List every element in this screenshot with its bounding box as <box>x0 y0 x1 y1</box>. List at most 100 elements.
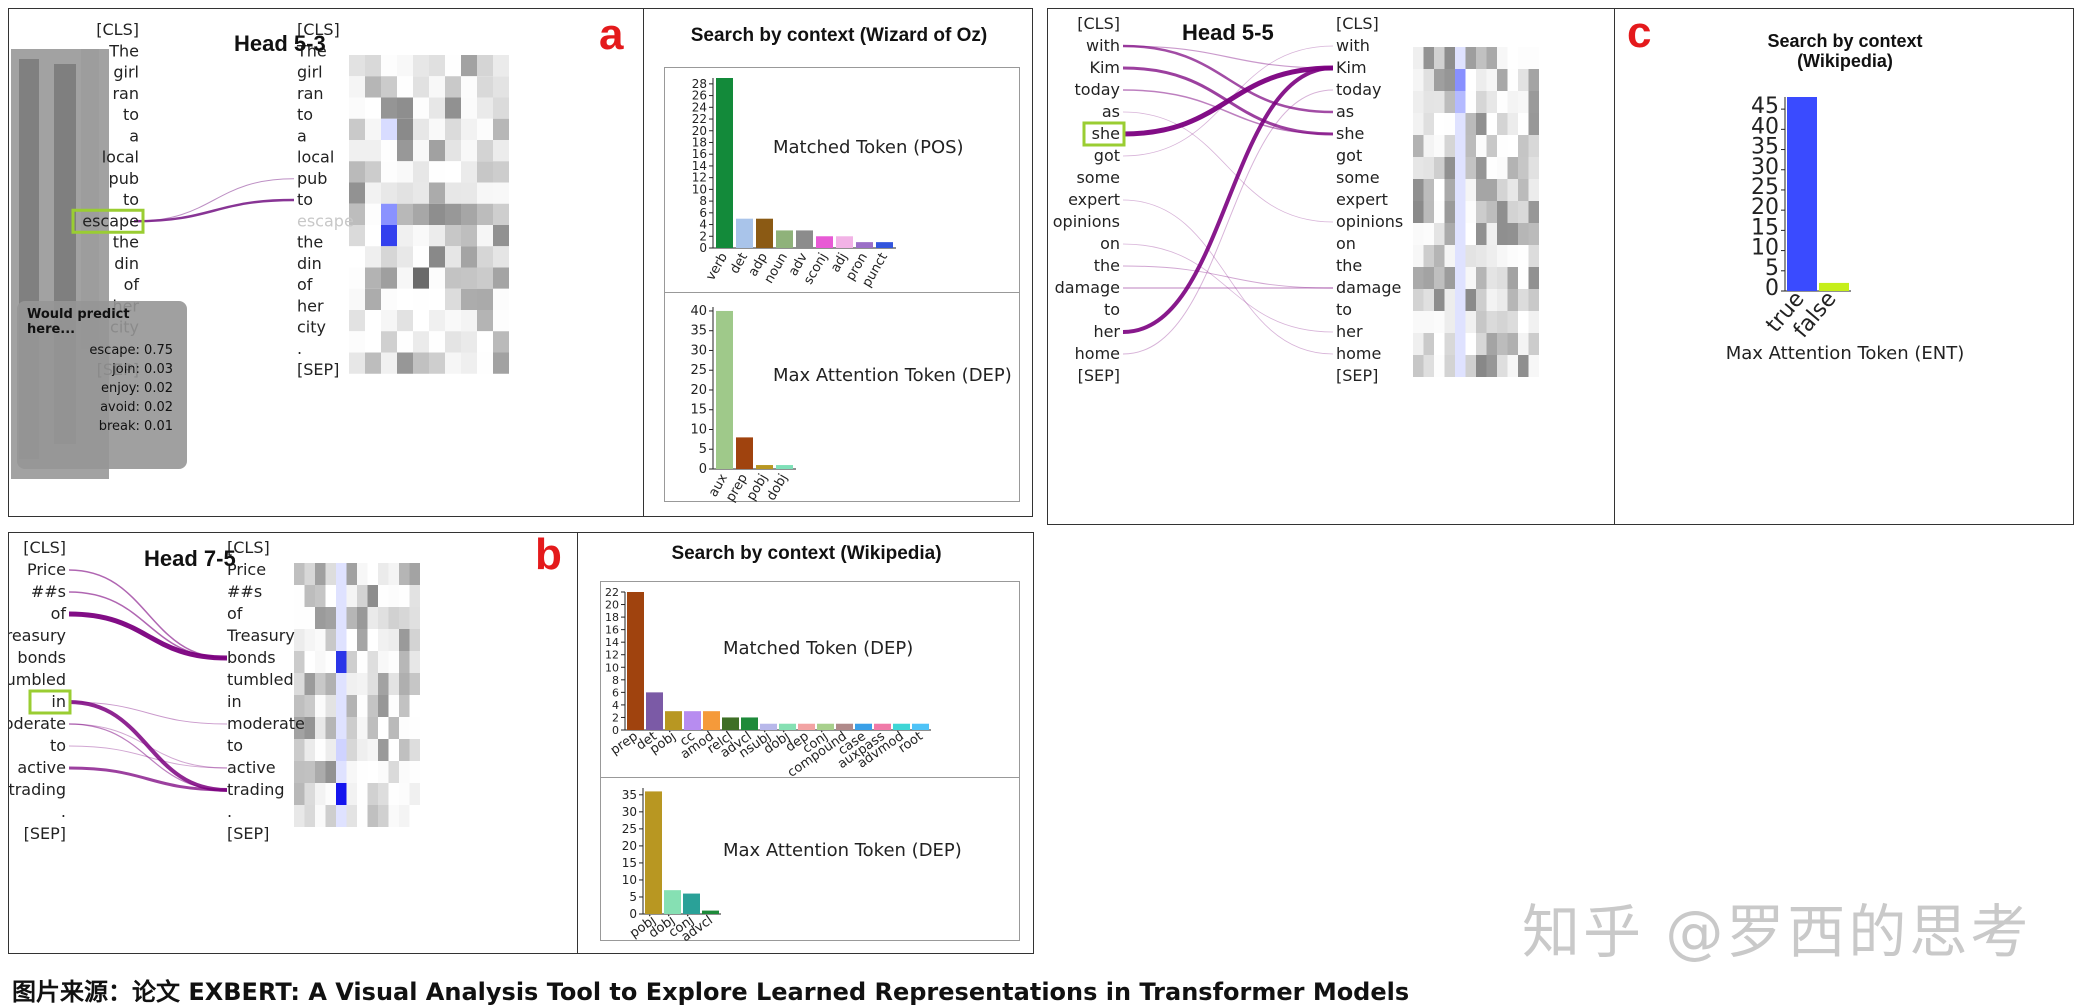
token[interactable]: to <box>1336 300 1352 319</box>
token[interactable]: The <box>108 41 139 60</box>
token[interactable]: got <box>1094 146 1120 165</box>
token[interactable]: today <box>1336 80 1382 99</box>
token[interactable]: her <box>1093 322 1120 341</box>
token[interactable]: pub <box>109 169 139 188</box>
token[interactable]: to <box>227 736 243 755</box>
token[interactable]: Price <box>27 560 66 579</box>
token[interactable]: bonds <box>17 648 66 667</box>
token[interactable]: of <box>227 604 243 623</box>
token[interactable]: opinions <box>1336 212 1403 231</box>
token[interactable]: home <box>1336 344 1381 363</box>
token[interactable]: The <box>296 41 327 60</box>
token[interactable]: [CLS] <box>96 20 139 39</box>
token[interactable]: on <box>1336 234 1356 253</box>
token[interactable]: expert <box>1336 190 1388 209</box>
right-token-column[interactable]: [CLS]Price##sofTreasurybondstumbledinmod… <box>226 538 305 843</box>
token[interactable]: [CLS] <box>297 20 340 39</box>
token[interactable]: the <box>1094 256 1120 275</box>
token[interactable]: tumbled <box>227 670 294 689</box>
token[interactable]: to <box>50 736 66 755</box>
token[interactable]: of <box>297 275 313 294</box>
token[interactable]: home <box>1075 344 1120 363</box>
token[interactable]: on <box>1100 234 1120 253</box>
token[interactable]: with <box>1336 36 1370 55</box>
left-token-column[interactable]: [CLS] The girl ran to a local pub to escape the din… <box>71 20 145 379</box>
token[interactable]: [SEP] <box>227 824 269 843</box>
token[interactable]: ##s <box>31 582 66 601</box>
token[interactable]: in <box>51 692 66 711</box>
token[interactable]: got <box>1336 146 1362 165</box>
token[interactable]: opinions <box>1053 212 1120 231</box>
token[interactable]: to <box>123 190 139 209</box>
token[interactable]: to <box>123 105 139 124</box>
token[interactable]: of <box>124 275 140 294</box>
token[interactable]: Kim <box>1336 58 1367 77</box>
token[interactable]: escape <box>297 211 354 230</box>
token[interactable]: of <box>51 604 67 623</box>
token[interactable]: din <box>297 254 322 273</box>
token[interactable]: the <box>113 233 139 252</box>
token[interactable]: . <box>297 339 302 358</box>
token[interactable]: as <box>1102 102 1120 121</box>
token[interactable]: trading <box>227 780 285 799</box>
token[interactable]: local <box>297 148 334 167</box>
token[interactable]: some <box>1076 168 1120 187</box>
token[interactable]: [SEP] <box>1336 366 1378 385</box>
token[interactable]: expert <box>1068 190 1120 209</box>
token[interactable]: today <box>1075 80 1121 99</box>
token[interactable]: [CLS] <box>1077 14 1120 33</box>
token[interactable]: . <box>61 802 66 821</box>
token[interactable]: girl <box>113 63 139 82</box>
token[interactable]: with <box>1086 36 1120 55</box>
token[interactable]: Treasury <box>8 626 66 645</box>
token[interactable]: [SEP] <box>1078 366 1120 385</box>
token[interactable]: din <box>114 254 139 273</box>
token[interactable]: moderate <box>227 714 305 733</box>
selected-token-box[interactable] <box>1082 121 1126 147</box>
token[interactable]: in <box>227 692 242 711</box>
token[interactable]: trading <box>8 780 66 799</box>
token[interactable]: . <box>227 802 232 821</box>
token[interactable]: [CLS] <box>1336 14 1379 33</box>
token[interactable]: to <box>297 190 313 209</box>
token[interactable]: she <box>1092 124 1120 143</box>
token[interactable]: moderate <box>8 714 66 733</box>
token[interactable]: Treasury <box>226 626 295 645</box>
token[interactable]: the <box>297 233 323 252</box>
token[interactable]: active <box>17 758 66 777</box>
token[interactable]: ran <box>297 84 324 103</box>
token[interactable]: [SEP] <box>24 824 66 843</box>
token[interactable]: to <box>297 105 313 124</box>
token[interactable]: as <box>1336 102 1354 121</box>
token[interactable]: her <box>297 296 324 315</box>
right-token-column[interactable]: [CLS] The girl ran to a local pub to escape the din… <box>296 20 354 379</box>
selected-token-box[interactable] <box>71 208 145 234</box>
selected-token-box[interactable] <box>28 689 72 715</box>
token[interactable]: active <box>227 758 276 777</box>
token[interactable]: damage <box>1336 278 1401 297</box>
token[interactable]: Price <box>227 560 266 579</box>
token[interactable]: her <box>1336 322 1363 341</box>
token[interactable]: escape <box>82 211 139 230</box>
token[interactable]: ran <box>112 84 139 103</box>
token[interactable]: local <box>102 148 139 167</box>
token[interactable]: [SEP] <box>297 360 339 379</box>
token[interactable]: to <box>1104 300 1120 319</box>
token[interactable]: Kim <box>1089 58 1120 77</box>
token[interactable]: she <box>1336 124 1364 143</box>
token[interactable]: ##s <box>227 582 262 601</box>
token[interactable]: tumbled <box>8 670 66 689</box>
token[interactable]: [CLS] <box>23 538 66 557</box>
token[interactable]: damage <box>1055 278 1120 297</box>
token[interactable]: the <box>1336 256 1362 275</box>
token[interactable]: city <box>297 318 326 337</box>
token[interactable]: pub <box>297 169 327 188</box>
token[interactable]: girl <box>297 63 323 82</box>
token[interactable]: a <box>129 126 139 145</box>
token[interactable]: [CLS] <box>227 538 270 557</box>
token[interactable]: a <box>297 126 307 145</box>
token[interactable]: some <box>1336 168 1380 187</box>
